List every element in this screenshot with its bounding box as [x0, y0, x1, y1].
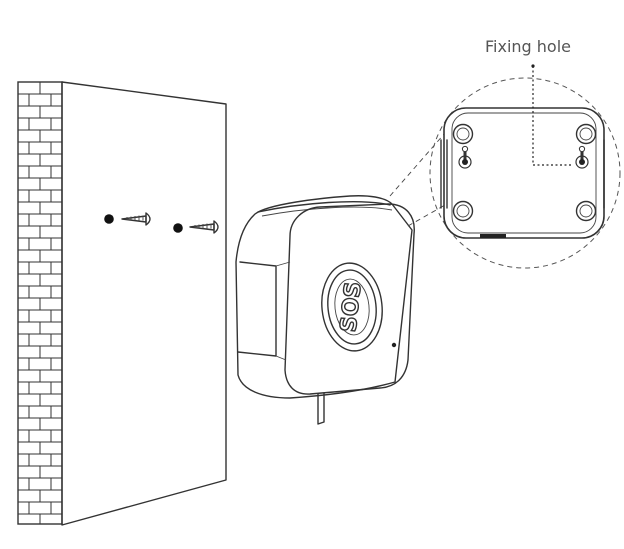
corner-boss-icon	[575, 200, 597, 222]
corner-boss-icon	[575, 123, 597, 145]
indicator-led	[391, 342, 397, 348]
wall-panel	[61, 81, 227, 526]
brick-wall	[17, 81, 63, 525]
mounting-hardware	[104, 212, 219, 234]
zoom-circle	[429, 77, 621, 269]
corner-boss-icon	[452, 123, 474, 145]
fixing-hole-leader	[532, 66, 572, 166]
keyhole-icon	[458, 145, 472, 169]
screw-icon	[189, 220, 219, 234]
wall-hole-right	[173, 223, 183, 233]
zoom-callout	[389, 64, 621, 269]
sos-button-label: SOS	[336, 281, 366, 334]
wall-hole-left	[104, 214, 114, 224]
keyhole-icon	[575, 145, 589, 169]
fixing-hole-label: Fixing hole	[485, 37, 571, 56]
screw-icon	[121, 212, 151, 226]
sos-device: SOS	[235, 195, 415, 425]
brick-courses	[18, 82, 62, 524]
device-back-plate	[440, 107, 605, 239]
corner-boss-icon	[452, 200, 474, 222]
